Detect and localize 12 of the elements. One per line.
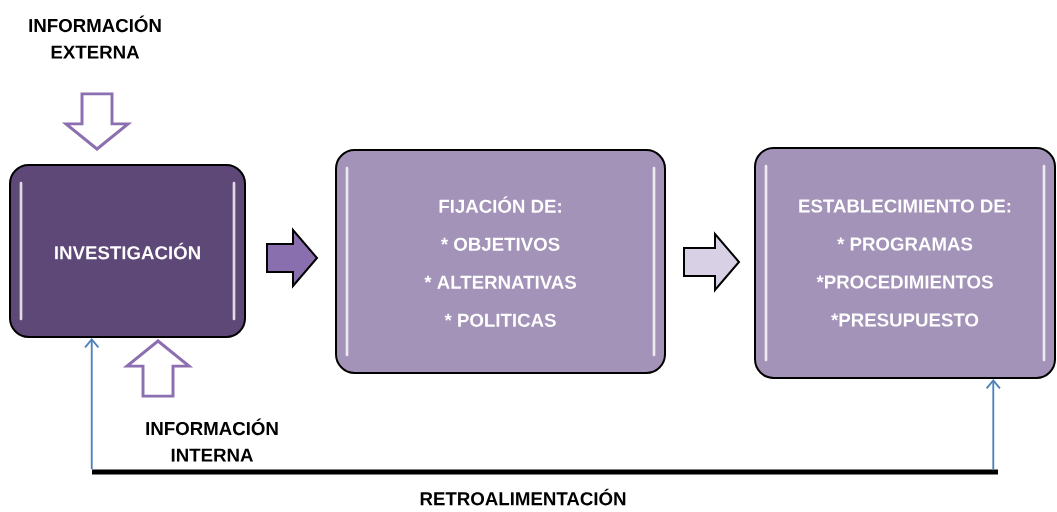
block-arrow	[266, 227, 319, 289]
feedback-label: RETROALIMENTACIÓN	[420, 488, 626, 506]
process-box: FIJACIÓN DE: * OBJETIVOS * ALTERNATIVAS * POLITICAS	[335, 149, 666, 374]
info-label: INFORMACIÓN INTERNA	[146, 418, 278, 462]
arrow	[84, 338, 100, 471]
block-arrow	[683, 231, 741, 293]
info-label: INFORMACIÓN EXTERNA	[29, 15, 161, 59]
process-box: ESTABLECIMIENTO DE: * PROGRAMAS *PROCEDIMIENTOS *PRESUPUESTO	[754, 147, 1056, 379]
block-arrow	[61, 92, 133, 151]
block-arrow	[122, 339, 194, 398]
arrow	[985, 379, 1001, 471]
process-box: INVESTIGACIÓN	[9, 164, 246, 338]
